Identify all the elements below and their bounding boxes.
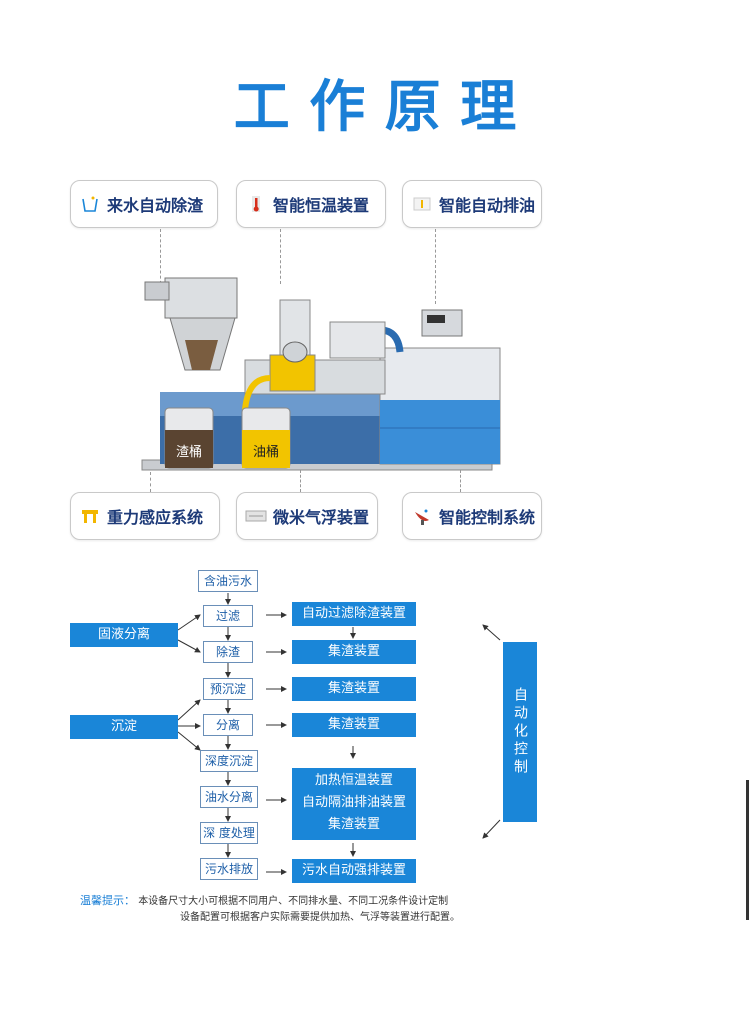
device-auto-filter-slag-removal: 自动过滤除渣装置 [292, 602, 416, 626]
oil-drop-icon [411, 193, 433, 215]
feature-card-smart-control: 智能控制系统 [402, 492, 542, 540]
group-solid-liquid-separation: 固液分离 [70, 623, 178, 647]
flow-step-deep-treatment: 深 度处理 [200, 822, 258, 844]
flow-step-oily-wastewater: 含油污水 [198, 570, 258, 592]
flow-arrows [177, 593, 501, 875]
note-line-2: 设备配置可根据客户实际需要提供加热、气浮等装置进行配置。 [180, 912, 460, 923]
flow-step-filter: 过滤 [203, 605, 253, 627]
flow-step-separation: 分离 [203, 714, 253, 736]
grease-trap-machine-illustration: 渣桶 油桶 [141, 277, 501, 471]
feature-card-slag-removal: 来水自动除渣 [70, 180, 218, 228]
note-line-1: 温馨提示： 本设备尺寸大小可根据不同用户、不同排水量、不同工况条件设计定制 [80, 894, 449, 907]
flow-step-deep-sedimentation: 深度沉淀 [200, 750, 258, 772]
flow-step-oil-water-separation: 油水分离 [200, 786, 258, 808]
page-title: 工 作 原 理 [233, 75, 517, 140]
note-label: 温馨提示： [80, 894, 135, 907]
flow-step-discharge: 污水排放 [200, 858, 258, 880]
group-sedimentation: 沉淀 [70, 715, 178, 739]
thermometer-icon [245, 193, 267, 215]
bubble-plate-icon [245, 505, 267, 527]
flow-step-slag-removal: 除渣 [203, 641, 253, 663]
device-slag-collector-1: 集渣装置 [292, 640, 416, 664]
device-slag-collector-3: 集渣装置 [292, 713, 416, 737]
gravity-icon [79, 505, 101, 527]
feature-card-auto-oil-discharge: 智能自动排油 [402, 180, 542, 228]
satellite-dish-icon [411, 505, 433, 527]
device-heating-oil-slag-group: 加热恒温装置 自动隔油排油装置 集渣装置 [292, 768, 416, 840]
edge-divider [746, 780, 749, 920]
feature-card-gravity-sensing: 重力感应系统 [70, 492, 220, 540]
bucket-oil-label: 油桶 [253, 445, 279, 460]
flow-step-pre-sedimentation: 预沉淀 [203, 678, 253, 700]
basket-icon [79, 193, 101, 215]
feature-card-thermostat: 智能恒温装置 [236, 180, 386, 228]
device-slag-collector-2: 集渣装置 [292, 677, 416, 701]
bucket-residue-label: 渣桶 [176, 445, 202, 460]
feature-card-micro-flotation: 微米气浮装置 [236, 492, 378, 540]
process-flow-chart: 含油污水 过滤 除渣 预沉淀 分离 深度沉淀 油水分离 深 度处理 污水排放 固… [60, 560, 550, 890]
device-forced-discharge: 污水自动强排装置 [292, 859, 416, 883]
auto-control-bar: 自动化控制 [503, 642, 537, 822]
